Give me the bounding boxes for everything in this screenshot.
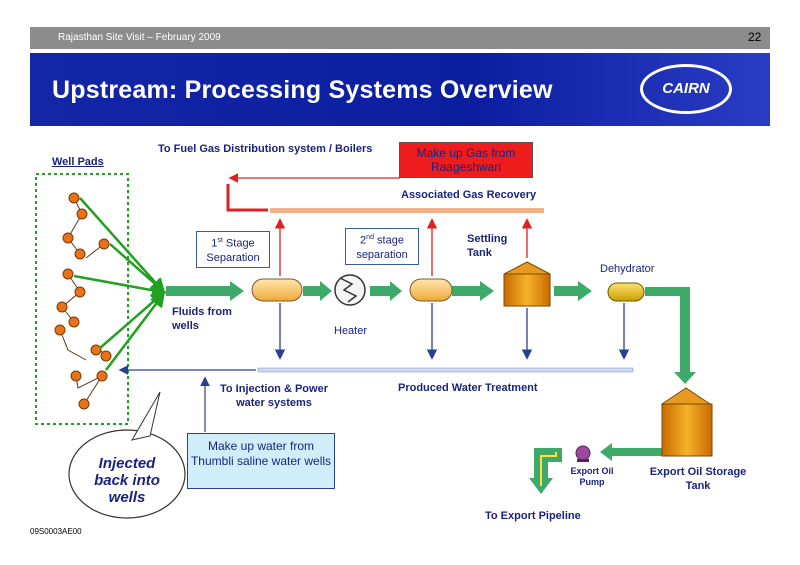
settling-tank-label: Settling Tank (467, 233, 508, 259)
first-stage-separator (251, 278, 303, 302)
main-flow-arrows (166, 281, 696, 461)
water-drop-arrows (274, 303, 630, 360)
settling-tank-vessel (503, 261, 551, 307)
export-pipeline-arrow (529, 448, 562, 494)
well-pads-box (35, 173, 129, 425)
page-title: Upstream: Processing Systems Overview (52, 76, 553, 104)
makeup-water-box: Make up water from Thumbli saline water … (187, 433, 335, 489)
wells (54, 192, 112, 410)
page-number: 22 (748, 30, 762, 44)
injected-back-label: Injected back into wells (94, 455, 160, 506)
injected-callout-bubble (68, 429, 186, 519)
heater-label: Heater (334, 325, 368, 337)
export-pump-label: Export Oil Pump (570, 466, 614, 487)
document-code: 09S0003AE00 (30, 527, 82, 536)
dehydrator-label: Dehydrator (600, 263, 655, 275)
fuel-gas-label: To Fuel Gas Distribution system / Boiler… (158, 143, 373, 155)
export-storage-tank (660, 387, 713, 457)
cairn-logo: CAIRN (640, 64, 732, 114)
associated-gas-label: Associated Gas Recovery (401, 189, 537, 201)
fluids-from-wells-label: Fluids from wells (172, 306, 232, 332)
export-pump-symbol (575, 445, 591, 462)
export-storage-label: Export Oil Storage Tank (649, 466, 747, 492)
top-bar: Rajasthan Site Visit – February 2009 (30, 27, 770, 49)
fuel-gas-riser (226, 184, 268, 212)
second-stage-separator (409, 278, 453, 302)
dehydrator-vessel (607, 282, 645, 302)
well-flow-lines (73, 197, 167, 371)
visit-label: Rajasthan Site Visit – February 2009 (58, 32, 221, 43)
heater-symbol (334, 274, 366, 306)
gas-riser-arrows (274, 218, 533, 276)
produced-water-header (257, 367, 634, 373)
makeup-gas-box: Make up Gas from Raageshwari (399, 142, 533, 178)
export-pipeline-label: To Export Pipeline (485, 510, 581, 522)
associated-gas-header (270, 208, 544, 213)
well-pads-label: Well Pads (52, 156, 104, 168)
produced-water-label: Produced Water Treatment (398, 382, 538, 394)
injection-label: To Injection & Power water systems (220, 383, 328, 409)
